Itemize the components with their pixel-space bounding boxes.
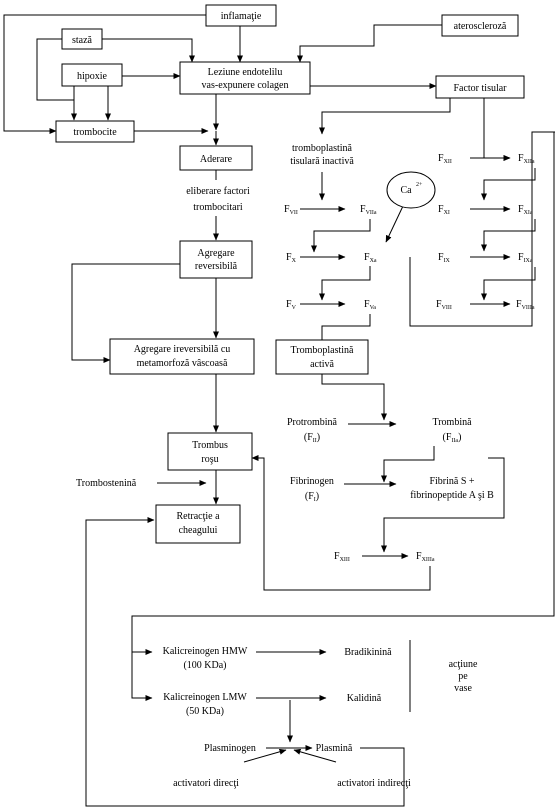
box-inflamatie-label: inflamaţie — [221, 11, 262, 22]
factor-labels: FVII FVIIa FX FXa FV FVa FXII FXIIa FXI … — [284, 153, 535, 563]
box-tromboplastina-activa: Tromboplastină activă — [275, 339, 369, 375]
box-retractie-label-2: cheagului — [179, 525, 218, 536]
factor-VIII: FVIII — [436, 299, 452, 311]
box-agregare-rev-label-2: reversibilă — [195, 261, 238, 272]
trombina-label: Trombină — [432, 417, 472, 428]
box-agregare-irev-label-1: Agregare ireversibilă cu — [134, 344, 231, 355]
fibrina-label-1: Fibrină S + — [429, 476, 474, 487]
factor-VII: FVII — [284, 204, 298, 216]
plasminogen-label: Plasminogen — [204, 743, 256, 754]
box-trombus: Trombus roşu — [167, 432, 253, 471]
factor-VIIIa: FVIIIa — [516, 299, 535, 311]
tromboplastina-inactiva-label-2: tisulară inactivă — [290, 156, 354, 167]
box-hipoxie-label: hipoxie — [77, 71, 108, 82]
box-aderare: Aderare — [179, 145, 253, 171]
box-staza-label: stază — [72, 35, 93, 46]
factor-XIa: FXIa — [518, 204, 533, 216]
actiune-label-1: acţiune — [449, 659, 478, 670]
kalicreinogen-hmw-label-1: Kalicreinogen HMW — [163, 646, 248, 657]
box-ateroscleroza: ateroscleroză — [441, 14, 519, 37]
protrombina-label: Protrombină — [287, 417, 338, 428]
trombina-factor: (FIIa) — [443, 432, 462, 444]
factor-XII: FXII — [438, 153, 452, 165]
factor-IX: FIX — [438, 252, 451, 264]
box-agregare-ireversibila: Agregare ireversibilă cu metamorfoză vâs… — [109, 338, 255, 375]
factor-Xa: FXa — [364, 252, 377, 264]
kalicreinogen-lmw-label-2: (50 KDa) — [186, 706, 224, 717]
connectors — [3, 14, 555, 807]
factor-XI: FXI — [438, 204, 450, 216]
fibrinogen-factor: (FI) — [305, 491, 319, 503]
calcium-node: Ca 2+ — [386, 171, 436, 209]
activatori-directi-label: activatori direcţi — [173, 778, 239, 789]
factor-XIIIa: FXIIIa — [416, 551, 435, 563]
box-trombus-label-2: roşu — [201, 454, 218, 465]
calcium-label: Ca — [400, 185, 412, 196]
box-aderare-label: Aderare — [200, 154, 233, 165]
box-retractie: Retracţie a cheagului — [155, 504, 241, 544]
fibrinogen-label: Fibrinogen — [290, 476, 334, 487]
box-leziune-label-1: Leziune endotelilu — [208, 67, 283, 78]
bradikinina-label: Bradikinină — [344, 647, 392, 658]
activatori-indirecti-label: activatori indirecţi — [337, 778, 411, 789]
box-staza: stază — [61, 28, 103, 50]
factor-XIIa: FXIIa — [518, 153, 535, 165]
box-hipoxie: hipoxie — [61, 63, 123, 87]
box-agregare-irev-label-2: metamorfoză vâscoasă — [137, 358, 228, 369]
kalicreinogen-hmw-label-2: (100 KDa) — [183, 660, 226, 671]
eliberare-label-2: trombocitari — [193, 202, 243, 213]
box-factor-tisular: Factor tisular — [435, 75, 525, 99]
factor-IXa: FIXa — [518, 252, 533, 264]
box-factor-tisular-label: Factor tisular — [453, 83, 507, 94]
factor-X: FX — [286, 252, 297, 264]
box-inflamatie: inflamaţie — [205, 4, 277, 27]
plasmina-label: Plasmină — [316, 743, 353, 754]
box-leziune-label-2: vas-expunere colagen — [202, 80, 289, 91]
kalidina-label: Kalidină — [347, 693, 382, 704]
factor-V: FV — [286, 299, 297, 311]
box-tromboplastina-activa-label-1: Tromboplastină — [291, 345, 355, 356]
calcium-sup: 2+ — [416, 182, 423, 188]
fibrina-label-2: fibrinopeptide A şi B — [410, 490, 494, 501]
box-trombocite: trombocite — [55, 120, 135, 143]
factor-XIII: FXIII — [334, 551, 350, 563]
tromboplastina-inactiva-label-1: tromboplastină — [292, 143, 353, 154]
box-agregare-reversibila: Agregare reversibilă — [179, 240, 253, 279]
factor-VIIa: FVIIa — [360, 204, 377, 216]
protrombina-factor: (FII) — [304, 432, 320, 444]
box-agregare-rev-label-1: Agregare — [197, 248, 235, 259]
actiune-label-3: vase — [454, 683, 472, 694]
box-ateroscleroza-label: ateroscleroză — [454, 21, 507, 32]
box-trombocite-label: trombocite — [73, 127, 117, 138]
eliberare-label-1: eliberare factori — [186, 186, 250, 197]
box-leziune: Leziune endotelilu vas-expunere colagen — [179, 61, 311, 95]
box-retractie-label-1: Retracţie a — [176, 511, 220, 522]
box-tromboplastina-activa-label-2: activă — [310, 359, 334, 370]
actiune-label-2: pe — [458, 671, 468, 682]
trombostenina-label: Trombostenină — [76, 478, 137, 489]
box-trombus-label-1: Trombus — [192, 440, 228, 451]
factor-Va: FVa — [364, 299, 376, 311]
kalicreinogen-lmw-label-1: Kalicreinogen LMW — [163, 692, 247, 703]
